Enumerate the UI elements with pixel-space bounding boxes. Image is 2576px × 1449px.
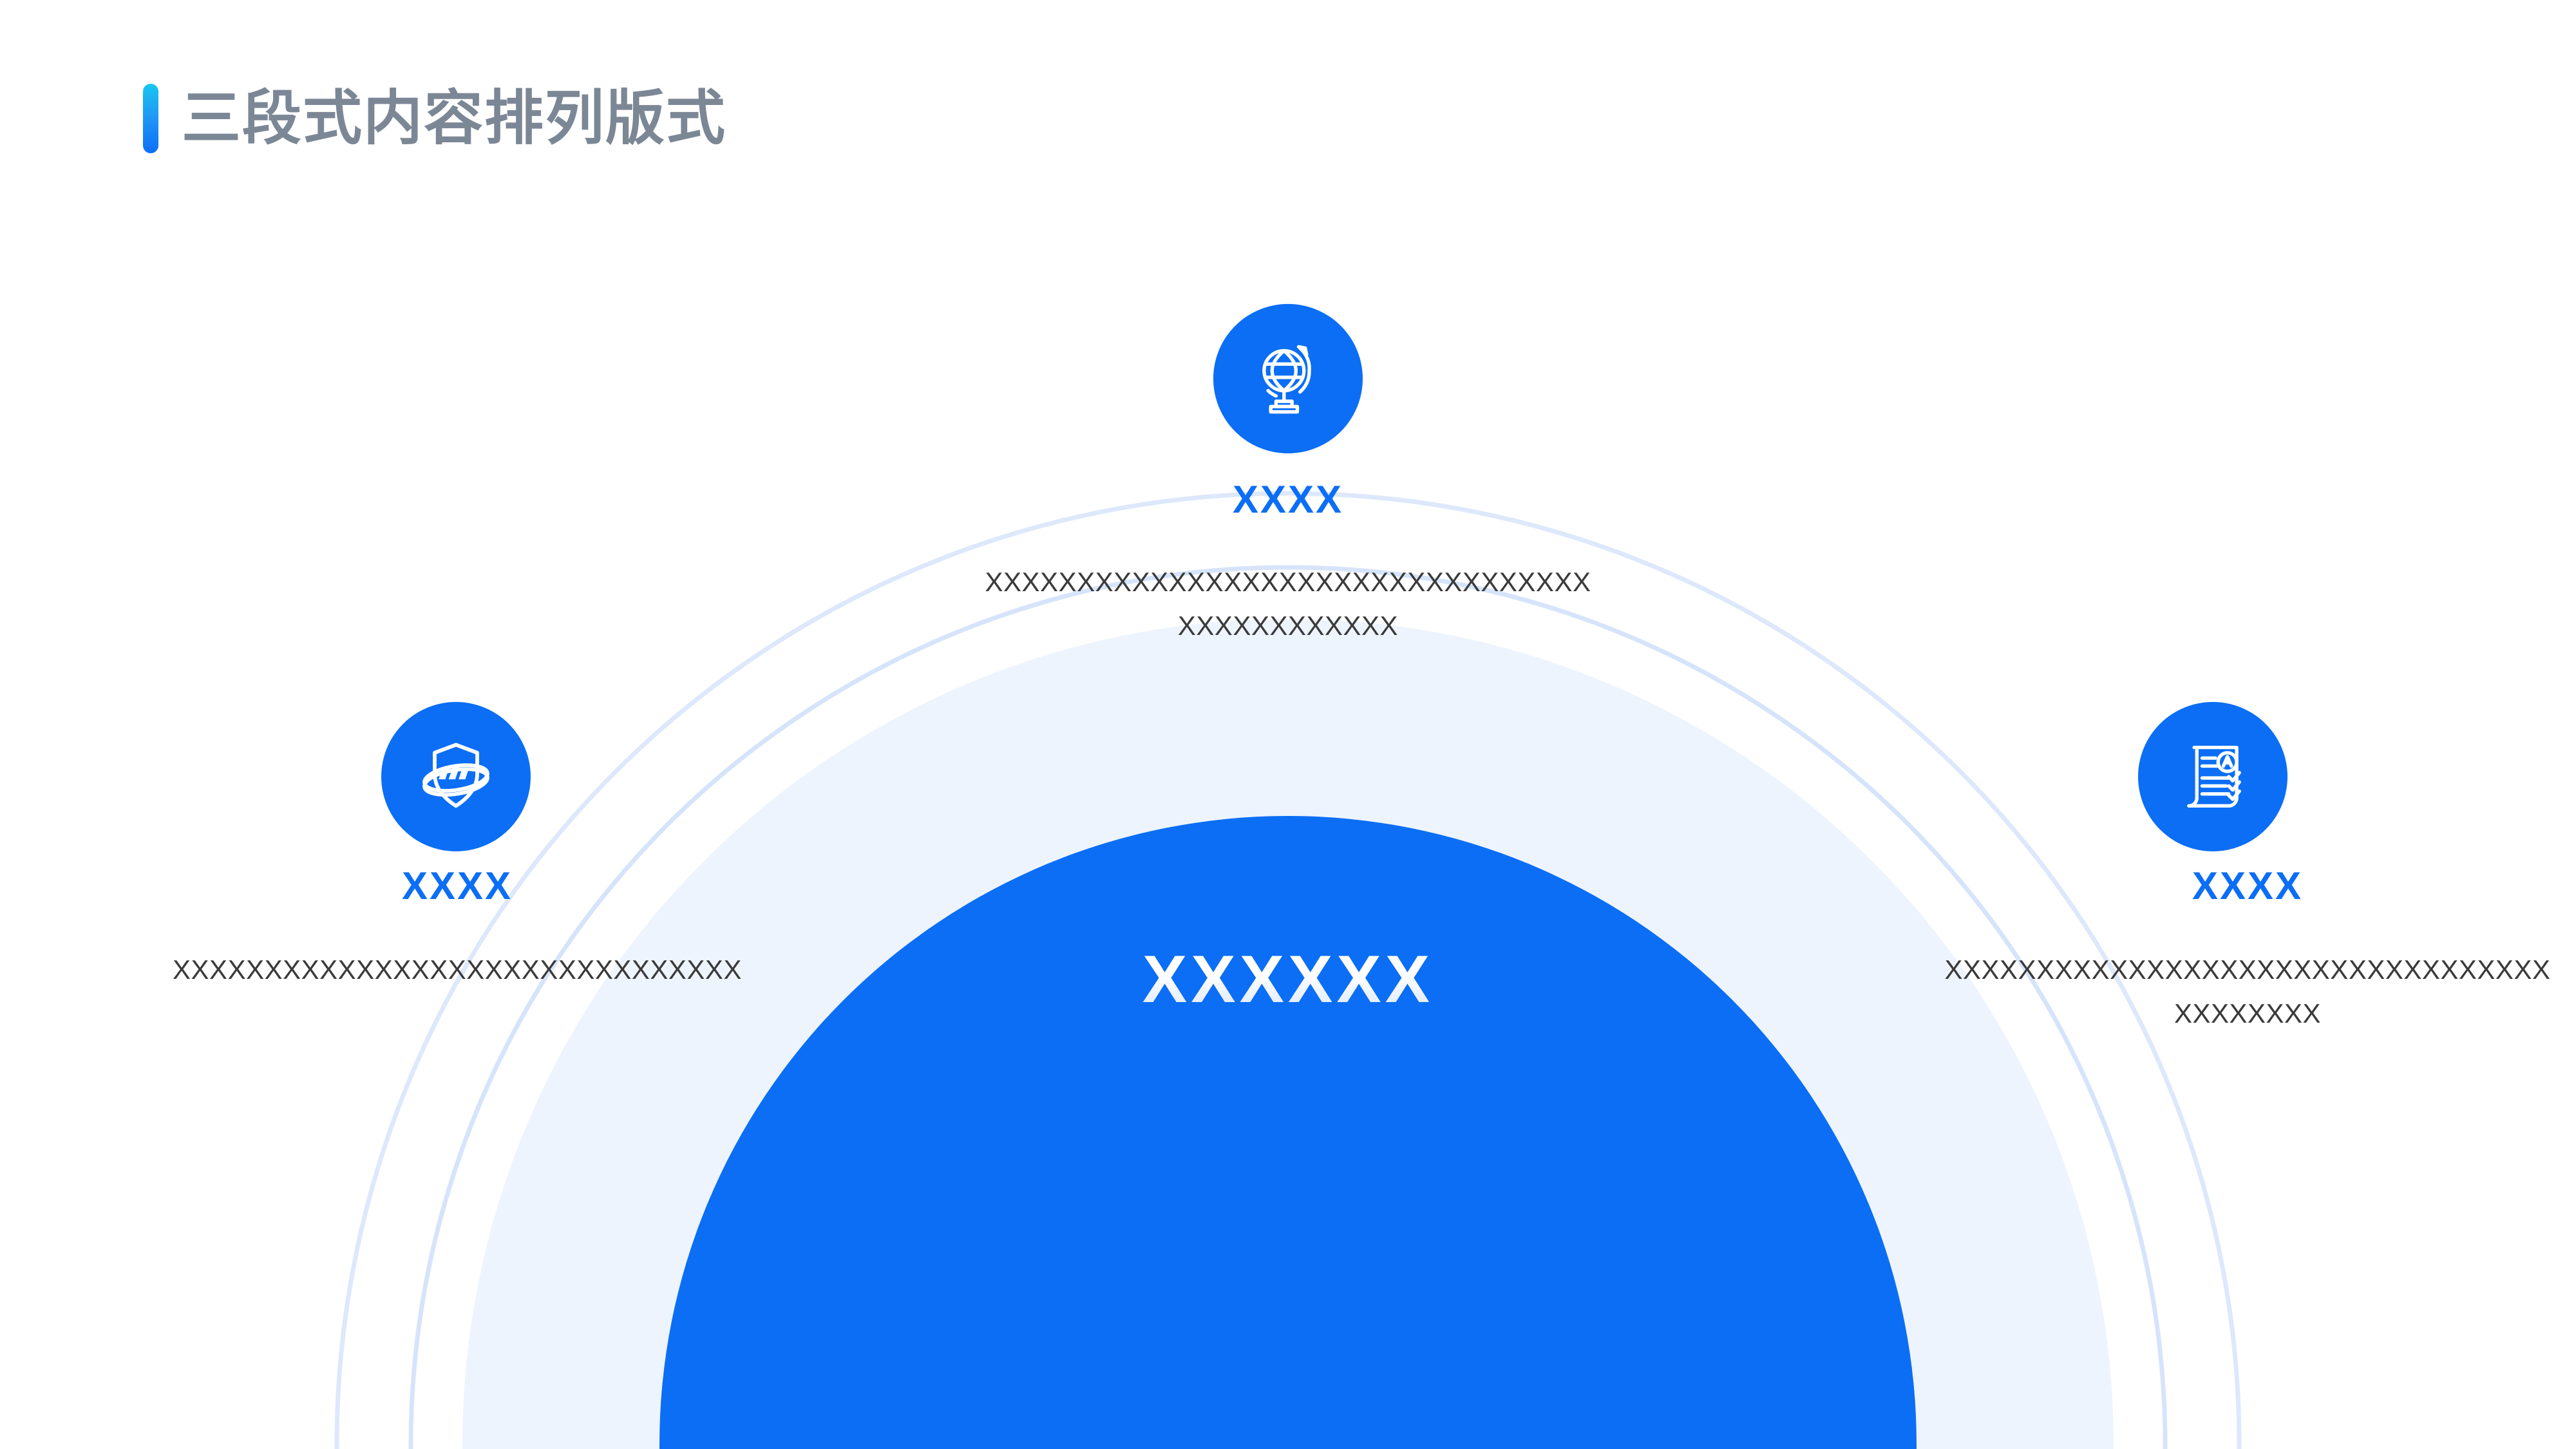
section-left-body: XXXXXXXXXXXXXXXXXXXXXXXXXXXXXXX (116, 948, 799, 992)
section-top-badge[interactable] (1213, 304, 1363, 453)
section-right-body-line-2: XXXXXXXX (2174, 998, 2322, 1029)
section-right-body-line-1: XXXXXXXXXXXXXXXXXXXXXXXXXXXXXXXXX (1944, 954, 2551, 985)
section-left-text: XXXX XXXXXXXXXXXXXXXXXXXXXXXXXXXXXXX (116, 863, 799, 992)
globe-icon (1262, 345, 1311, 414)
section-right-text: XXXX XXXXXXXXXXXXXXXXXXXXXXXXXXXXXXXXX X… (1900, 863, 2576, 1036)
section-top-body-line-1: XXXXXXXXXXXXXXXXXXXXXXXXXXXXXXXXX (985, 567, 1591, 597)
checklist-document-icon (2187, 745, 2241, 808)
shield-orbit-icon (422, 743, 489, 808)
title-text: 三段式内容排列版式 (182, 85, 727, 151)
section-top-body-line-2: XXXXXXXXXXXX (1177, 611, 1399, 641)
section-top-text: XXXX XXXXXXXXXXXXXXXXXXXXXXXXXXXXXXXXX X… (927, 477, 1649, 648)
section-left-heading: XXXX (401, 864, 513, 907)
section-right-body: XXXXXXXXXXXXXXXXXXXXXXXXXXXXXXXXX XXXXXX… (1900, 948, 2576, 1036)
section-top-heading: XXXX (1232, 478, 1344, 521)
title-accent-bar (143, 84, 158, 153)
page-title: 三段式内容排列版式 (143, 84, 726, 153)
center-core-label: XXXXXX (659, 942, 1917, 1018)
section-left-badge[interactable] (381, 702, 531, 851)
section-left-body-line-1: XXXXXXXXXXXXXXXXXXXXXXXXXXXXXXX (173, 954, 742, 985)
section-right-heading: XXXX (2192, 864, 2304, 907)
center-core-circle: XXXXXX (659, 816, 1917, 1449)
section-top-body: XXXXXXXXXXXXXXXXXXXXXXXXXXXXXXXXX XXXXXX… (927, 560, 1649, 648)
section-right-badge[interactable] (2138, 702, 2287, 851)
